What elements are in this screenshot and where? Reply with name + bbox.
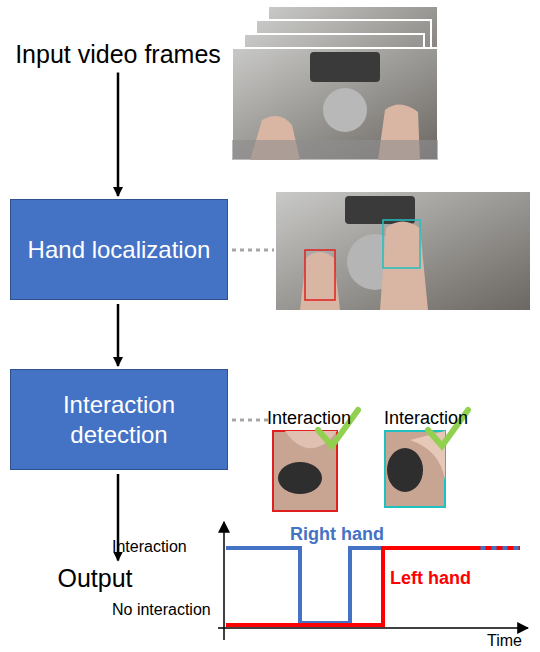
node-text: Hand localization [28,235,211,265]
flow-arrow [117,304,120,366]
series-label: Right hand [290,524,384,545]
input-label: Input video frames [13,40,223,69]
output-graph [218,522,528,640]
localization-image [232,192,530,310]
interaction-label: Interaction [267,408,351,429]
axis-tick-label: No interaction [112,601,211,619]
node-text: Input video frames [15,40,221,69]
flow-arrow [117,73,120,197]
process-box: Hand localization [10,199,228,300]
interaction-label: Interaction [384,408,468,429]
series-label: Left hand [390,568,471,589]
axis-tick-label: Interaction [112,538,187,556]
node-text: Output [57,564,132,593]
video-frames [232,6,438,160]
axis-title: Time [487,632,522,650]
node-text: Interaction detection [21,390,217,450]
output-label: Output [55,564,134,593]
process-box: Interaction detection [10,369,228,470]
